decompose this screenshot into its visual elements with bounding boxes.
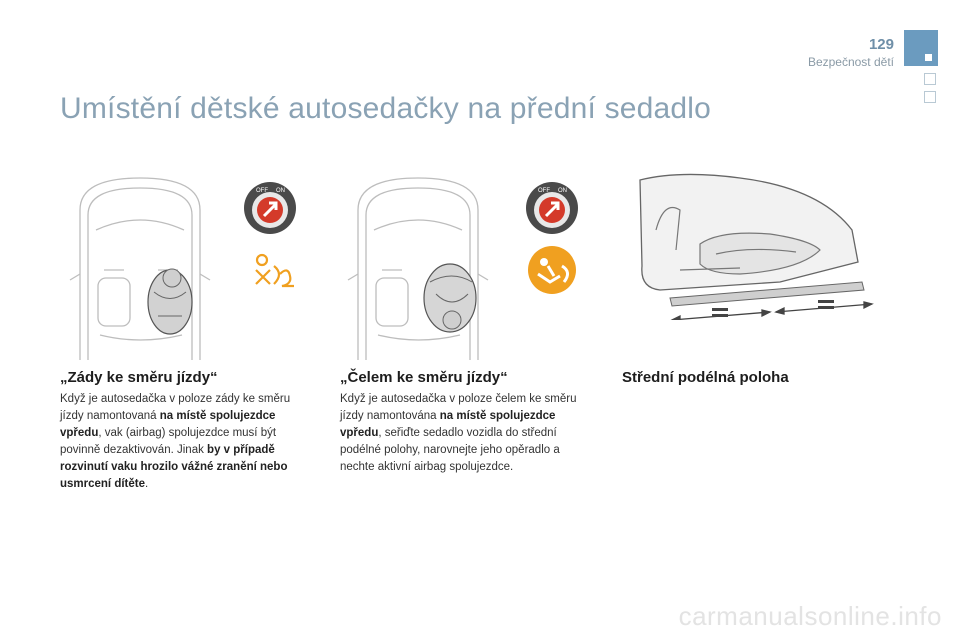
page-title: Umístění dětské autosedačky na přední se… <box>60 92 712 125</box>
airbag-off-switch-icon: OFF ON <box>244 182 296 234</box>
forward-facing-heading: „Čelem ke směru jízdy“ <box>340 369 508 386</box>
forward-facing-bold-1: na místě spolujezdce vpředu <box>340 410 556 439</box>
rear-facing-text-3: . <box>145 478 149 490</box>
switch-on-label-2: ON <box>558 188 567 194</box>
section-name: Bezpečnost dětí <box>807 55 894 69</box>
rear-facing-text-2: , vak (airbag) spolujezdce musí být povi… <box>60 427 277 456</box>
forward-facing-text-2: , seřiďte sedadlo vozidla do střední pod… <box>340 427 560 473</box>
airbag-deactivated-icon <box>255 253 294 288</box>
forward-facing-seat-illustration: OFF ON <box>347 177 578 360</box>
page-number: 129 <box>868 36 894 53</box>
rear-facing-heading: „Zády ke směru jízdy“ <box>60 369 218 386</box>
rear-facing-bold-2: by v případě rozvinutí vaku hrozilo vážn… <box>60 444 288 490</box>
rear-facing-seat-illustration: OFF ON <box>69 177 296 360</box>
middle-seat-position-illustration <box>639 173 874 320</box>
watermark: carmanualsonline.info <box>678 601 942 631</box>
rear-facing-text-1: Když je autosedačka v poloze zády ke smě… <box>60 393 291 422</box>
switch-off-label: OFF <box>256 188 268 194</box>
switch-off-label-2: OFF <box>538 188 550 194</box>
rear-facing-bold-1: na místě spolujezdce vpředu <box>60 410 276 439</box>
chapter-tab-box-1 <box>924 73 936 85</box>
switch-on-label: ON <box>276 188 285 194</box>
chapter-tab-box-2 <box>924 91 936 103</box>
rear-facing-text: Když je autosedačka v poloze zády ke smě… <box>60 391 310 493</box>
airbag-active-icon <box>528 246 576 294</box>
forward-facing-child-seat <box>423 263 477 333</box>
rear-facing-child-seat <box>147 268 193 335</box>
middle-position-arrows <box>670 300 874 320</box>
middle-position-heading: Střední podélná poloha <box>622 369 789 386</box>
forward-facing-text: Když je autosedačka v poloze čelem ke sm… <box>340 391 590 476</box>
chapter-tab-active <box>904 30 938 66</box>
airbag-on-switch-icon: OFF ON <box>526 182 578 234</box>
tab-marker <box>925 54 932 61</box>
forward-facing-text-1: Když je autosedačka v poloze čelem ke sm… <box>340 393 577 422</box>
